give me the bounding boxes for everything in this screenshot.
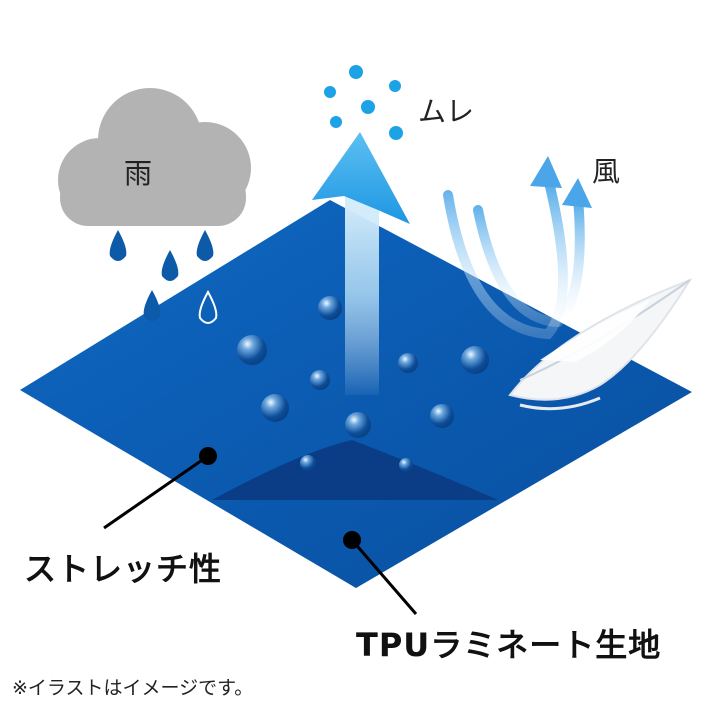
droplet <box>345 412 371 438</box>
raindrop-icon <box>143 290 161 321</box>
vapor-dot-icon <box>330 116 342 128</box>
droplet <box>398 353 418 373</box>
raindrop-icon <box>198 289 218 324</box>
illustration-note: ※イラストはイメージです。 <box>12 677 254 699</box>
raindrop-icon <box>196 230 214 261</box>
pointer-dot-stretch <box>199 447 217 465</box>
droplet <box>318 296 342 320</box>
moisture-arrow-head <box>312 132 410 224</box>
cloud-icon <box>58 88 251 226</box>
raindrops <box>109 230 218 324</box>
vapor-dot-icon <box>349 65 363 79</box>
vapor-dot-icon <box>389 126 403 140</box>
raindrop-icon <box>161 250 179 281</box>
droplet <box>237 335 267 365</box>
pointer-line-material <box>350 539 418 615</box>
wind-arrow <box>443 173 568 340</box>
vapor-dot-icon <box>324 86 336 98</box>
moisture-arrow-shaft <box>345 195 379 395</box>
vapor-dot-icon <box>389 80 401 92</box>
droplet <box>430 404 454 428</box>
wind-arrows <box>443 156 592 340</box>
raindrop-icon <box>109 230 127 261</box>
droplet <box>399 458 413 472</box>
feather-icon <box>508 277 693 411</box>
pointer-line-stretch <box>103 454 209 530</box>
droplet <box>300 455 316 471</box>
wind-label: 風 <box>592 155 621 188</box>
fabric-flap <box>212 440 498 500</box>
stretch-label: ストレッチ性 <box>24 550 223 588</box>
wind-arrow-head <box>530 156 562 188</box>
droplet <box>310 370 330 390</box>
droplet <box>461 346 489 374</box>
droplet <box>261 394 289 422</box>
material-label: TPUラミネート生地 <box>356 626 662 664</box>
wind-arrow <box>473 193 585 328</box>
pointer-dot-material <box>343 531 361 549</box>
rain-label: 雨 <box>124 157 153 190</box>
vapor-dot-icon <box>361 100 375 114</box>
surface-droplets <box>237 296 489 472</box>
moisture-label: ムレ <box>418 95 475 128</box>
wind-arrow-head <box>562 178 592 208</box>
vapor-dots <box>324 65 403 140</box>
